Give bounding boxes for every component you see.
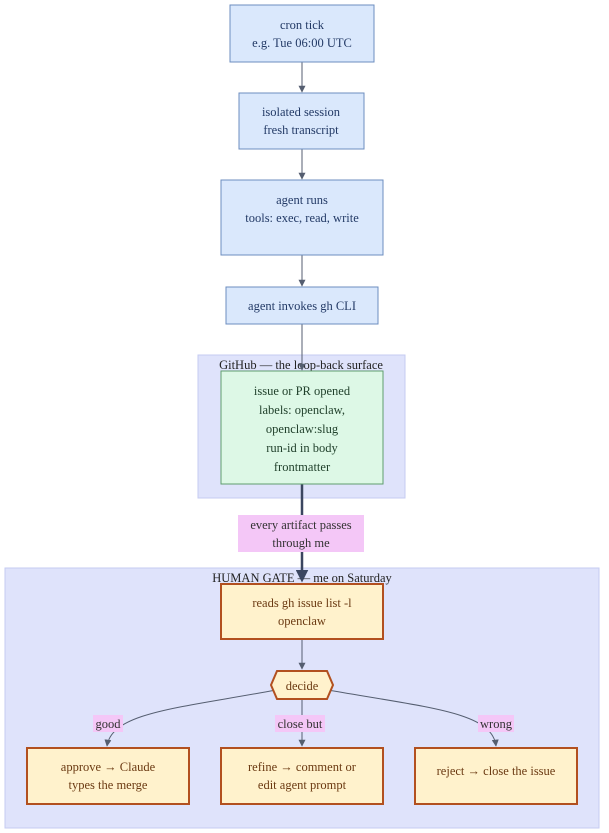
node-cron-tick-line-1: cron tick: [280, 18, 325, 32]
edge-label-close-but: close but: [275, 715, 325, 732]
node-isolated-session-line-2: fresh transcript: [263, 123, 339, 137]
node-agent-invokes-line-1: agent invokes gh CLI: [248, 299, 356, 313]
node-isolated-session: isolated session fresh transcript: [238, 92, 365, 150]
node-refine-line-1: refine → comment or: [248, 760, 357, 774]
edge-label-close-but-text: close but: [278, 717, 323, 731]
edge-label-wrong: wrong: [478, 715, 514, 732]
node-agent-runs-line-2: tools: exec, read, write: [245, 211, 359, 225]
node-approve-line-1: approve → Claude: [61, 760, 156, 774]
edge-label-artifact-line-1: every artifact passes: [250, 518, 351, 532]
node-approve-line-2: types the merge: [69, 778, 148, 792]
edge-decide-to-reject: [327, 689, 499, 747]
node-reads-list-line-1: reads gh issue list -l: [252, 596, 352, 610]
node-issue-pr: issue or PR opened labels: openclaw, ope…: [220, 370, 384, 485]
node-isolated-session-line-1: isolated session: [262, 105, 341, 119]
node-issue-pr-line-1: issue or PR opened: [254, 384, 351, 398]
edge-decide-to-approve: [104, 689, 277, 747]
edge-label-good: good: [93, 715, 123, 732]
github-cluster-title: GitHub — the loop-back surface: [219, 358, 383, 372]
node-reject: reject → close the issue: [414, 747, 578, 805]
node-issue-pr-line-3: openclaw:slug: [266, 422, 339, 436]
node-refine-line-2: edit agent prompt: [258, 778, 347, 792]
node-reads-list-line-2: openclaw: [278, 614, 326, 628]
node-reject-line-1: reject → close the issue: [437, 764, 556, 778]
node-issue-pr-line-4: run-id in body: [266, 441, 338, 455]
node-cron-tick: cron tick e.g. Tue 06:00 UTC: [229, 4, 375, 63]
node-decide-line-1: decide: [286, 679, 319, 693]
node-approve: approve → Claude types the merge: [26, 747, 190, 805]
node-reads-list: reads gh issue list -l openclaw: [220, 583, 384, 640]
node-cron-tick-line-2: e.g. Tue 06:00 UTC: [252, 36, 352, 50]
node-agent-runs: agent runs tools: exec, read, write: [220, 179, 384, 256]
node-agent-runs-line-1: agent runs: [276, 193, 328, 207]
edge-label-artifact: every artifact passes through me: [238, 515, 364, 552]
edge-label-wrong-text: wrong: [480, 717, 513, 731]
edge-label-good-text: good: [96, 717, 122, 731]
node-refine: refine → comment or edit agent prompt: [220, 747, 384, 805]
node-agent-invokes: agent invokes gh CLI: [225, 286, 379, 325]
node-issue-pr-line-5: frontmatter: [274, 460, 331, 474]
node-decide: decide: [269, 670, 335, 700]
edge-label-artifact-line-2: through me: [272, 536, 330, 550]
node-issue-pr-line-2: labels: openclaw,: [259, 403, 345, 417]
